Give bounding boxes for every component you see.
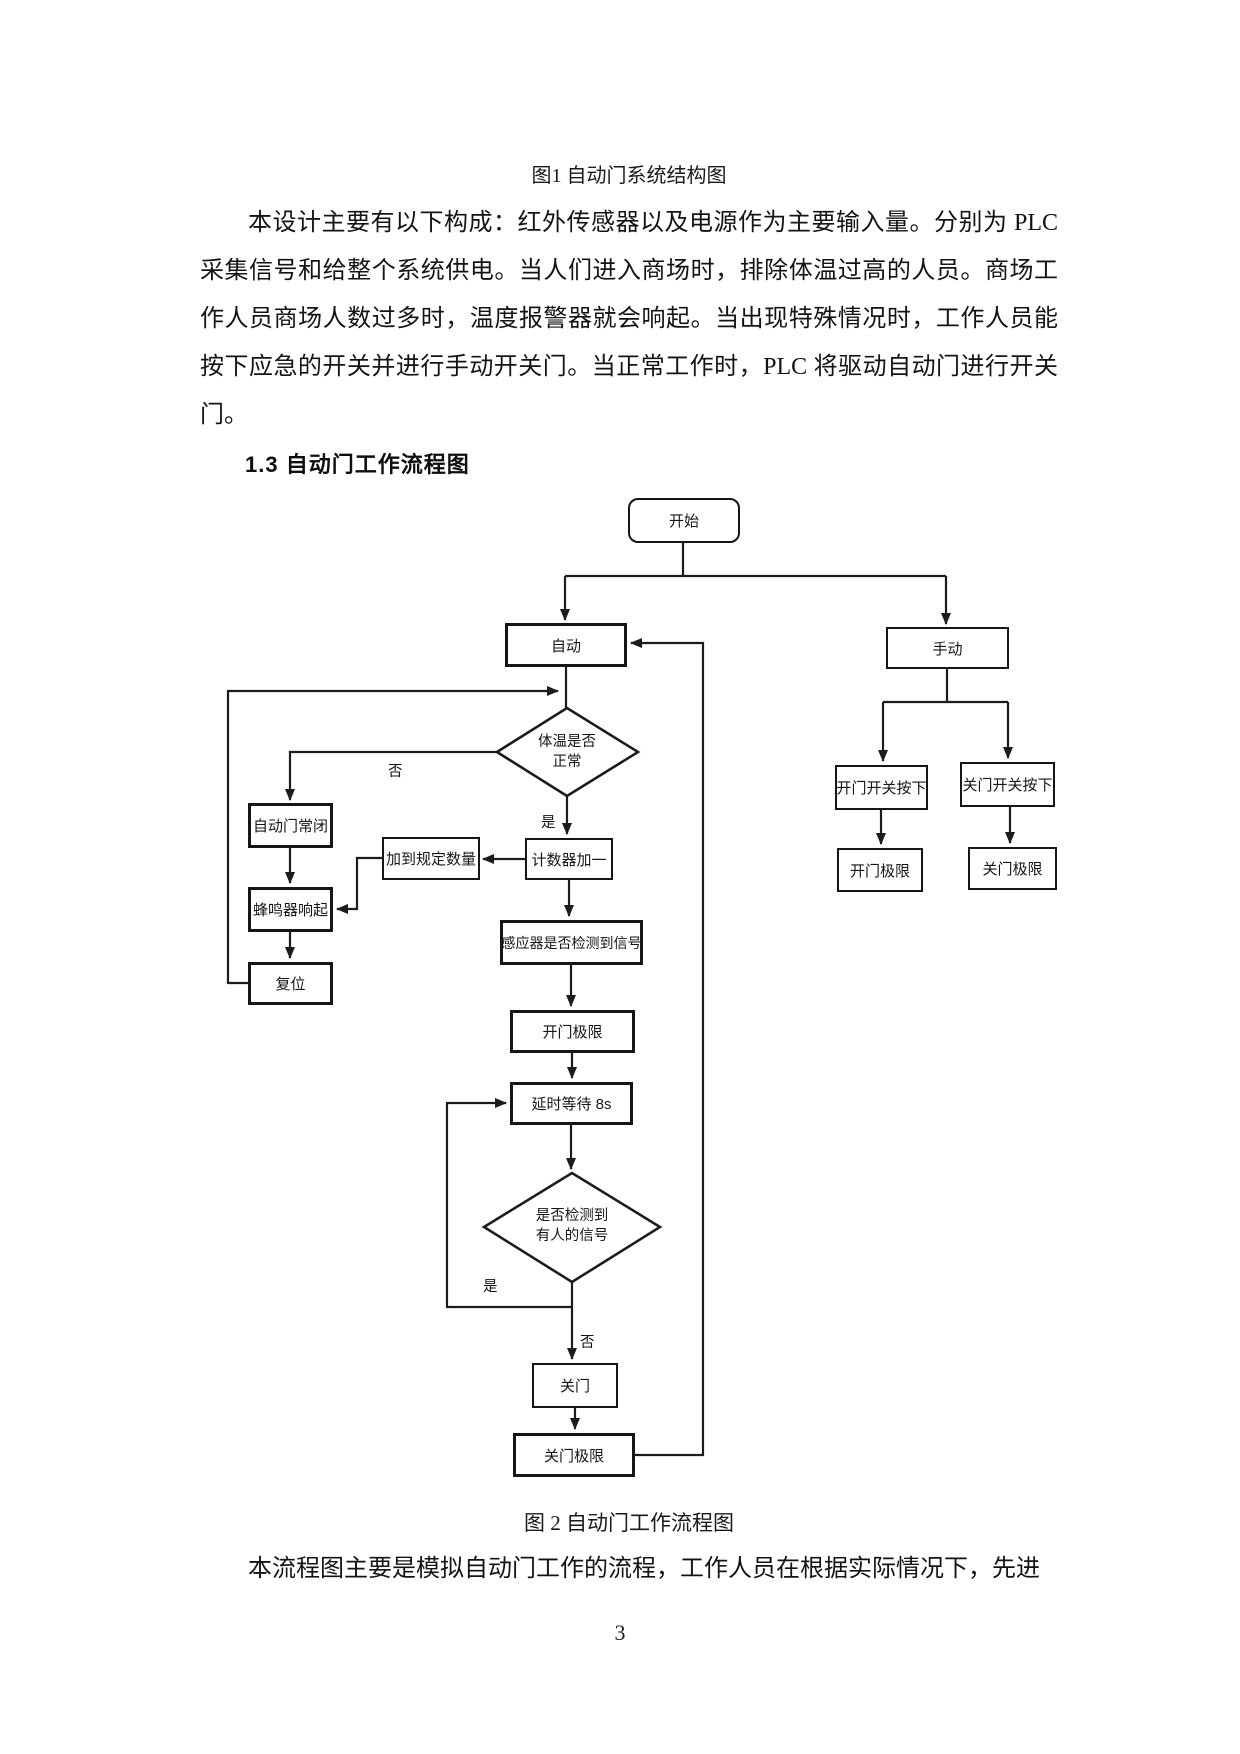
node-label-counter-inc: 计数器加一	[531, 851, 607, 869]
flowchart-node-sensor-check: 感应器是否检测到信号	[500, 920, 643, 965]
edge-closelimit-return	[630, 638, 705, 1457]
node-label-manual: 手动	[932, 640, 963, 658]
flowchart-node-manual: 手动	[886, 627, 1009, 669]
figure1-caption: 图1 自动门系统结构图	[531, 165, 727, 187]
flowchart-node-close-door: 关门	[532, 1363, 618, 1408]
edge-label-person-no: 否	[580, 1335, 595, 1351]
edge-label-temp-yes: 是	[541, 815, 556, 831]
flowchart-node-start: 开始	[628, 498, 740, 543]
node-label-delay: 延时等待 8s	[531, 1096, 612, 1113]
section-heading: 1.3 自动门工作流程图	[245, 452, 470, 477]
flowchart-node-open-switch: 开门开关按下	[835, 765, 928, 810]
node-label-door-closed: 自动门常闭	[252, 818, 328, 835]
flowchart-node-close-limit: 关门极限	[513, 1433, 635, 1477]
node-label-count-limit: 加到规定数量	[385, 851, 476, 868]
flowchart-node-open-limit: 开门极限	[510, 1010, 635, 1053]
node-label-sensor-check: 感应器是否检测到信号	[501, 934, 642, 951]
node-label-temp-check: 体温是否正常	[538, 734, 596, 770]
flowchart-node-close-switch: 关门开关按下	[960, 762, 1055, 807]
flowchart-node-counter-inc: 计数器加一	[525, 838, 613, 880]
flowchart-node-count-limit: 加到规定数量	[382, 837, 480, 880]
flowchart-node-door-closed: 自动门常闭	[248, 803, 333, 848]
page-number: 3	[614, 1620, 626, 1645]
node-label-auto: 自动	[550, 637, 581, 655]
node-label-close-limit: 关门极限	[543, 1447, 604, 1465]
node-label-start: 开始	[668, 513, 699, 530]
flowchart-node-close-limit-manual: 关门极限	[968, 847, 1057, 890]
edge-person-yes-loop	[445, 1098, 572, 1309]
flowchart-node-delay: 延时等待 8s	[510, 1082, 633, 1125]
node-label-close-limit-manual: 关门极限	[982, 861, 1043, 878]
paragraph-1: 本设计主要有以下构成：红外传感器以及电源作为主要输入量。分别为 PLC 采集信号…	[200, 210, 1058, 428]
flowchart-node-auto: 自动	[505, 623, 627, 667]
node-label-person-check: 是否检测到有人的信号	[535, 1208, 609, 1244]
flowchart-node-buzzer: 蜂鸣器响起	[248, 887, 333, 932]
paragraph-2: 本流程图主要是模拟自动门工作的流程，工作人员在根据实际情况下，先进	[248, 1556, 1040, 1582]
flowchart-node-open-limit-manual: 开门极限	[837, 848, 923, 892]
edge-label-person-yes: 是	[483, 1279, 498, 1295]
node-label-open-switch: 开门开关按下	[836, 780, 927, 797]
edge-label-temp-no: 否	[388, 764, 403, 780]
node-label-buzzer: 蜂鸣器响起	[252, 902, 328, 919]
node-label-close-door: 关门	[559, 1378, 590, 1395]
node-label-close-switch: 关门开关按下	[962, 777, 1053, 794]
node-label-reset: 复位	[275, 976, 306, 993]
edge-countlimit-to-buzzer	[336, 856, 382, 914]
node-label-open-limit: 开门极限	[542, 1024, 603, 1041]
figure2-caption: 图 2 自动门工作流程图	[524, 1511, 734, 1535]
flowchart-node-reset: 复位	[248, 962, 333, 1005]
node-label-open-limit-manual: 开门极限	[849, 862, 910, 880]
